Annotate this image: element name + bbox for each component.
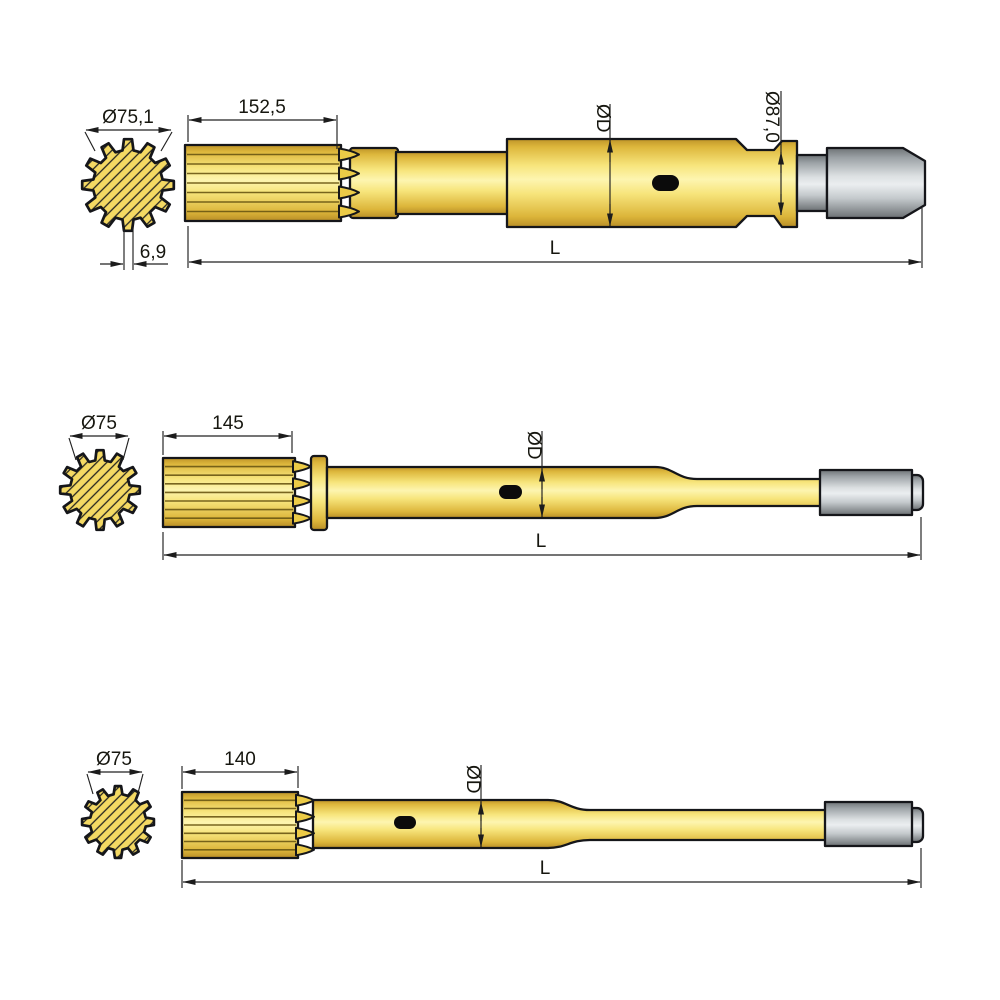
flushing-hole-2 (499, 485, 522, 499)
gear-diameter-dimension-3 (86, 769, 144, 795)
total-length-dimension-1 (187, 208, 923, 268)
spline-cross-section-1 (80, 137, 176, 233)
spline-length-dimension-2 (162, 431, 293, 455)
shank-adapter-drawing-1: Ø75,1 6,9 (80, 91, 927, 270)
body-diameter-label-3: ØD (462, 765, 483, 794)
spline-collar-1 (348, 146, 400, 220)
body-diameter-label-1: ØD (592, 104, 613, 133)
total-length-dimension-2 (162, 517, 922, 560)
gear-diameter-dimension-2 (68, 433, 130, 461)
spline-cross-section-3 (80, 784, 156, 860)
gear-diameter-dimension-1 (84, 127, 173, 152)
flushing-hole-3 (394, 816, 416, 829)
shank-adapter-drawing-3: Ø75 140 ØD (80, 749, 925, 888)
spline-length-label-1: 152,5 (238, 97, 286, 118)
spline-tooth-tips-3 (295, 793, 315, 857)
spline-ridges-1 (187, 153, 339, 213)
spline-length-label-2: 145 (212, 413, 244, 434)
spline-tooth-tips-2 (292, 460, 312, 525)
spline-length-label-3: 140 (224, 749, 256, 770)
body-section-3 (311, 798, 829, 850)
spline-cross-section-2 (58, 448, 142, 532)
striker-end-2 (818, 468, 914, 517)
striker-end-1 (825, 146, 927, 220)
body-section-2 (325, 465, 824, 520)
spline-width-label-1: 6,9 (140, 242, 166, 263)
striker-end-3 (823, 800, 914, 848)
spline-ridges-3 (184, 799, 296, 851)
total-length-label-1: L (550, 238, 561, 259)
gear-diameter-label-2: Ø75 (81, 413, 117, 434)
spline-collar-2 (309, 454, 329, 532)
striker-neck-1 (795, 153, 829, 213)
spline-width-dimension-1 (100, 228, 168, 270)
total-length-label-2: L (536, 531, 547, 552)
shank-adapter-drawing-2: Ø75 145 ØD (58, 413, 925, 560)
spline-tooth-tips-1 (338, 147, 360, 219)
spline-length-dimension-3 (181, 766, 299, 789)
total-length-label-3: L (540, 858, 551, 879)
spline-ridges-2 (165, 465, 293, 520)
shaft-section-1 (394, 150, 511, 216)
flushing-hole-1 (652, 175, 679, 191)
gear-diameter-label-3: Ø75 (96, 749, 132, 770)
spline-length-dimension-1 (187, 115, 338, 149)
total-length-dimension-3 (181, 848, 922, 888)
gear-diameter-label-1: Ø75,1 (102, 107, 154, 128)
body-diameter-label-2: ØD (523, 431, 544, 460)
end-diameter-label-1: Ø87,0 (761, 91, 782, 143)
